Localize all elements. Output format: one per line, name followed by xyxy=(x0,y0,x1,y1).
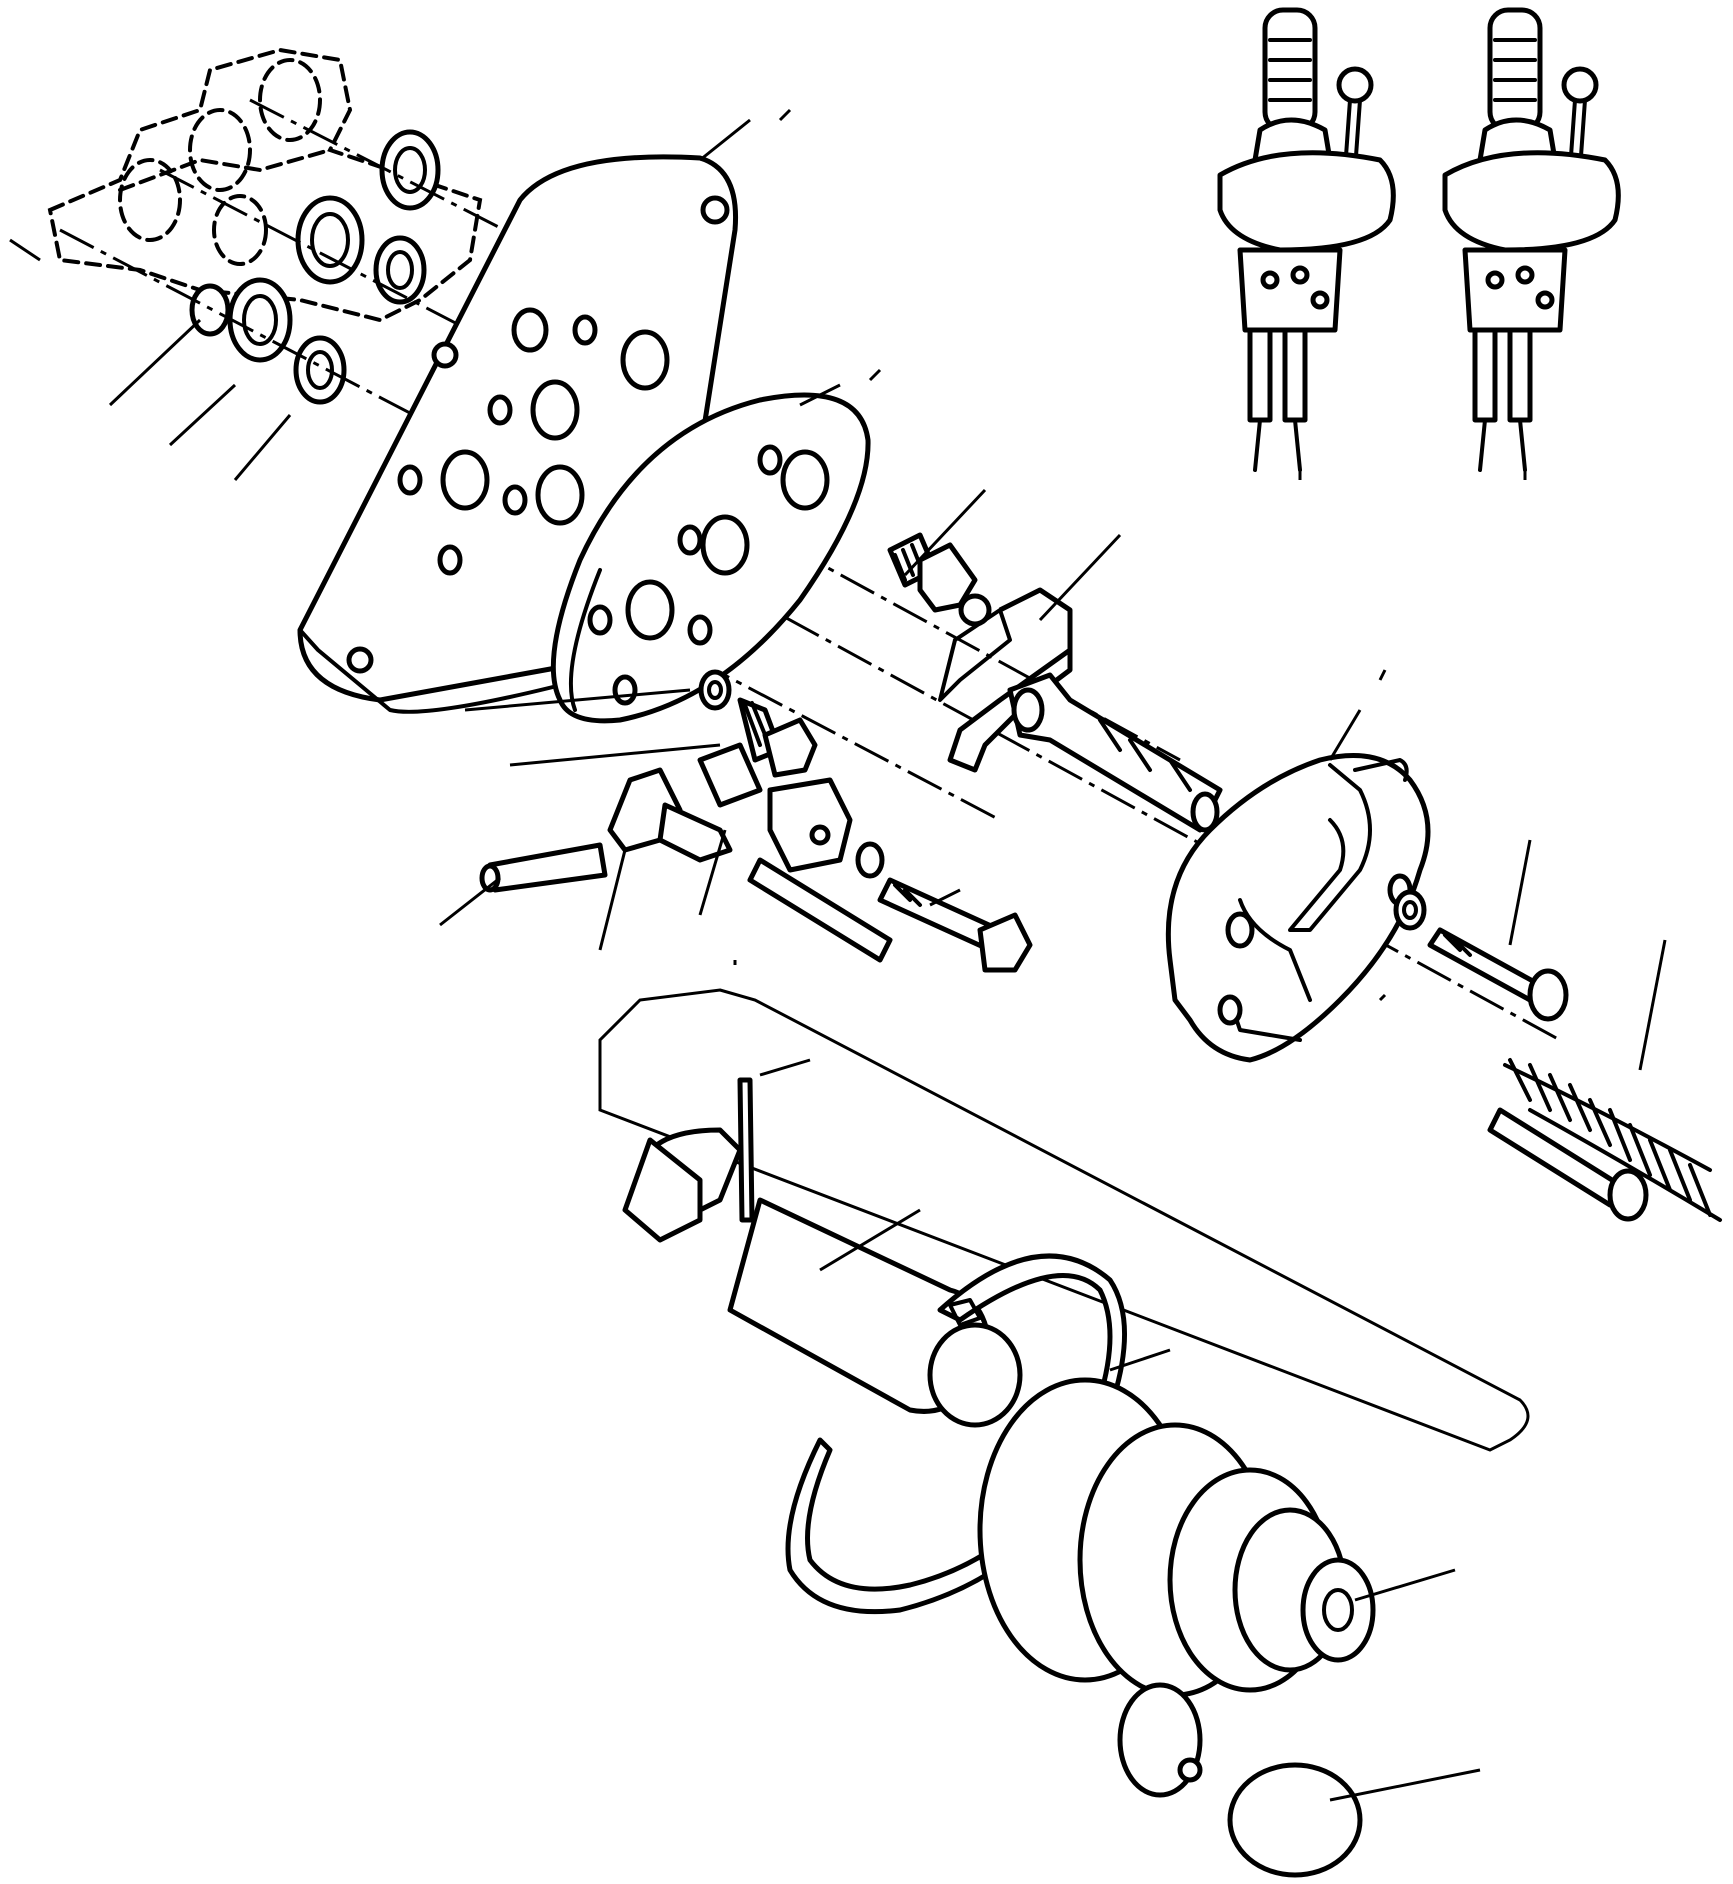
control-lever-assembly-left xyxy=(1217,7,1396,472)
bolt-2 xyxy=(877,877,1033,973)
roll-pin xyxy=(737,1077,755,1223)
washer-2 xyxy=(855,841,885,879)
bolt-1 xyxy=(737,697,818,778)
link xyxy=(697,742,763,808)
pin xyxy=(747,857,893,963)
o-ring-set xyxy=(189,129,441,405)
block xyxy=(767,777,853,873)
knob xyxy=(1227,1762,1363,1878)
leader-lines xyxy=(9,108,1667,1802)
cap-screw-2 xyxy=(1487,1107,1649,1222)
lever-shaft xyxy=(622,1127,1023,1428)
control-lever-assembly-right xyxy=(1442,7,1621,472)
plunger xyxy=(1007,672,1223,833)
spring xyxy=(1503,1058,1722,1222)
washer-1 xyxy=(698,669,732,711)
washer-3 xyxy=(1393,889,1427,931)
lever-assembly-frame xyxy=(598,988,1530,1452)
cap-screw-1 xyxy=(1427,927,1569,1022)
bracket-small xyxy=(607,767,733,863)
pin-small xyxy=(479,842,608,893)
fitting xyxy=(887,532,992,627)
boot xyxy=(977,1377,1376,1798)
